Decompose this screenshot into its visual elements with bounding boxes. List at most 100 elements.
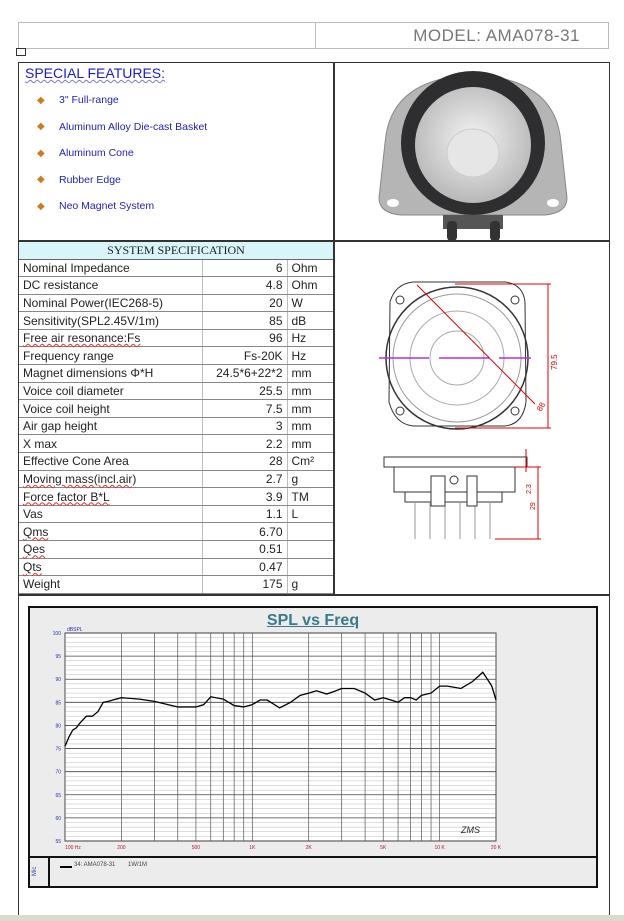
table-anchor-handle[interactable]	[16, 48, 26, 56]
spec-unit: Hz	[287, 346, 333, 366]
feature-text: Neo Magnet System	[59, 200, 155, 213]
model-header: MODEL: AMA078-31	[18, 22, 609, 49]
feature-text: Rubber Edge	[59, 173, 121, 186]
spec-value: 96	[201, 329, 288, 348]
chart-title: SPL vs Freq	[266, 612, 360, 629]
x-tick-label: 100 Hz	[65, 845, 81, 851]
spec-unit: Ohm	[287, 259, 333, 278]
feature-text: Aluminum Alloy Die-cast Basket	[59, 120, 208, 133]
spec-value: 0.51	[201, 540, 288, 559]
feature-text: Aluminum Cone	[59, 147, 134, 160]
bullet-icon: ◆	[37, 174, 45, 186]
y-tick-label: 100	[53, 631, 62, 637]
spec-value: 6.70	[201, 522, 288, 541]
spec-unit: mm	[287, 364, 333, 383]
features-title: SPECIAL FEATURES:	[25, 65, 166, 81]
spec-unit	[287, 522, 333, 541]
spec-unit: mm	[287, 434, 333, 454]
x-tick-label: 2K	[306, 845, 313, 851]
signature: ZMS	[460, 825, 480, 835]
spec-label: Vas	[19, 505, 202, 524]
spec-value: 1.1	[201, 505, 288, 524]
spec-value: 7.5	[201, 399, 288, 418]
spec-value: 20	[201, 294, 288, 313]
spec-label: Effective Cone Area	[19, 452, 202, 471]
x-tick-label: 10 K	[434, 845, 445, 851]
x-tick-label: 5K	[380, 845, 387, 851]
y-axis-label: dBSPL	[67, 627, 83, 633]
spec-label: Qts	[19, 558, 202, 577]
spec-unit: L	[287, 505, 333, 524]
y-tick-label: 95	[55, 654, 61, 660]
special-features-cell: SPECIAL FEATURES: ◆ 3" Full-range ◆ Aluminu…	[18, 62, 334, 241]
speaker-photo	[378, 71, 568, 241]
x-tick-label: 20 K	[491, 845, 502, 851]
spec-value: 175	[201, 575, 288, 594]
spec-label: Sensitivity(SPL2.45V/1m)	[19, 311, 202, 330]
feature-text: 3" Full-range	[59, 94, 119, 107]
spec-label: X max	[19, 434, 202, 454]
spec-label: Voice coil height	[19, 399, 202, 418]
spec-label: Magnet dimensions Φ*H	[19, 364, 202, 383]
bullet-icon: ◆	[37, 200, 45, 212]
y-tick-label: 60	[55, 816, 61, 822]
dim-flange-label: 2.3	[526, 484, 533, 494]
y-tick-label: 90	[55, 677, 61, 683]
plot-area	[64, 632, 497, 842]
x-tick-label: 200	[117, 845, 126, 851]
legend-line-swatch	[60, 866, 72, 868]
spec-unit	[287, 540, 333, 559]
spec-unit: mm	[287, 382, 333, 401]
spec-value: 3.9	[201, 487, 288, 506]
bullet-icon: ◆	[37, 147, 45, 159]
spec-value: 6	[201, 259, 288, 278]
spec-title: SYSTEM SPECIFICATION	[19, 242, 333, 260]
spec-label: Nominal Impedance	[19, 259, 202, 278]
feature-item: ◆ Rubber Edge	[37, 167, 207, 194]
spec-unit: Cm²	[287, 452, 333, 471]
spec-value: 2.2	[201, 434, 288, 454]
series-line	[64, 671, 497, 747]
spec-value: 3	[201, 417, 288, 436]
spec-label: Nominal Power(IEC268-5)	[19, 294, 202, 313]
spec-value: 2.7	[201, 470, 288, 489]
spec-value: Fs-20K	[201, 346, 288, 366]
spec-label: DC resistance	[19, 276, 202, 295]
spec-unit: mm	[287, 417, 333, 436]
page-bottom-bar	[0, 915, 624, 921]
spec-unit: mm	[287, 399, 333, 418]
dim-height-label: 79.5	[550, 354, 559, 370]
spec-unit: g	[287, 575, 333, 594]
spec-unit: dB	[287, 311, 333, 330]
dimension-drawing-cell: 79.5 88 2.3 29	[334, 241, 610, 595]
bullet-icon: ◆	[37, 94, 45, 106]
dim-hole-label: 88	[535, 400, 548, 413]
spec-value: 4.8	[201, 276, 288, 295]
spec-label: Air gap height	[19, 417, 202, 436]
y-tick-label: 85	[55, 700, 61, 706]
x-tick-label: 500	[192, 845, 201, 851]
spec-unit	[287, 558, 333, 577]
spec-value: 28	[201, 452, 288, 471]
